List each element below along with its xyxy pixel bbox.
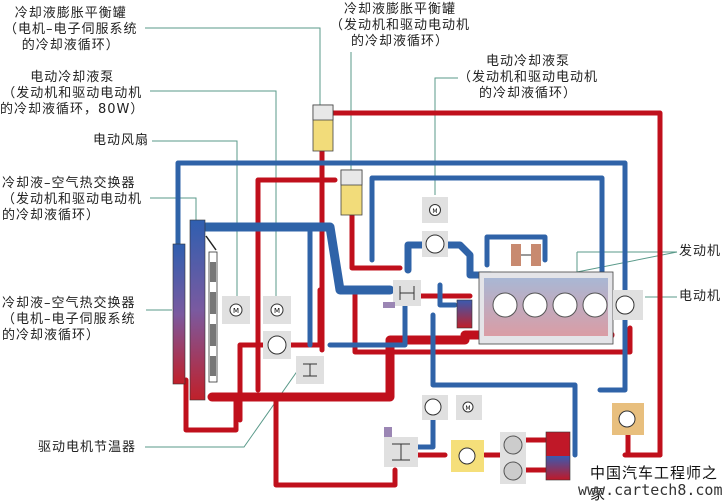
svg-text:M: M [233,307,239,315]
label-line: 驱动电机节温器 [38,440,137,455]
label-line: 电动机 [679,289,722,304]
electric-motor-icon [613,290,643,320]
electric-fan-icon [205,235,218,383]
leader-hx-engine [150,197,197,225]
cold-pipe-thermo-side [327,302,408,348]
cold-pipe-second-loop [369,175,605,286]
label-line: 的冷却液循环） [2,208,101,223]
engine-pump-icon [422,231,448,257]
cold-coolant-pipes [175,160,628,458]
hot-pipe-rad-left-loop [183,377,239,433]
label-line: （发动机和驱动电动机 [2,86,143,101]
label-line: （电机–电子伺服系统 [2,312,136,327]
leader-exp-tank-motor [145,27,321,140]
label-expansion-tank-engine: 冷却液膨胀平衡罐 （发动机和驱动电动机 的冷却液循环） [330,2,470,50]
label-line: 冷却液膨胀平衡罐 [344,2,457,17]
pump-80w-motor-icon: M [263,296,291,324]
cold-pipe-valve-in [415,417,436,450]
fan-motor-icon: M [222,296,250,324]
engine-pump-motor-icon: M [422,197,448,223]
cold-pipe-engine-top [484,234,548,268]
thermostat-drive-motor-icon [296,356,324,384]
cold-pipe-top-loop [175,160,628,393]
svg-text:M: M [432,208,437,215]
label-line: 电动冷却液泵 [486,54,571,69]
hot-pipe-small-tank-down [349,210,403,271]
label-line: （发动机和驱动电动机 [458,70,599,85]
label-engine: 发动机 [679,244,721,260]
label-line: 电动冷却液泵 [30,70,115,85]
label-line: 电动风扇 [93,133,150,148]
cold-pipe-small-hx [437,282,458,308]
engine-block [478,271,614,345]
label-line: 冷却液膨胀平衡罐 [14,6,127,21]
label-thermostat: 驱动电机节温器 [38,440,136,456]
hot-pipe-main-trunk [207,335,470,402]
hot-pipe-left-riser [255,177,338,393]
bottom-valve-icon [384,427,418,467]
hot-pipe-motor-side [352,289,633,355]
engine-thermostat-icon [383,280,421,308]
expansion-tank-engine-icon [340,169,363,216]
label-line: 的冷却液循环） [2,328,101,343]
label-line: （发动机和驱动电动机 [330,18,471,33]
sensor-tan-icon [612,403,644,435]
engine-valve-icon [511,244,541,266]
bottom-pump-motor-icon: M [456,395,482,420]
expansion-tank-motor-icon [312,104,334,152]
hot-pipe-right-loop [625,427,663,458]
watermark-url: www.cartech8.com [578,481,723,499]
label-line: （发动机和驱动电动机 [2,192,143,207]
label-line: 的冷却液循环，80W） [0,102,145,117]
label-hx-engine: 冷却液–空气热交换器 （发动机和驱动电动机 的冷却液循环） [2,176,142,224]
label-fan: 电动风扇 [93,133,149,149]
heat-exchanger-engine [189,219,206,401]
oil-heat-exchanger-icon [456,299,473,329]
label-line: 的冷却液循环） [479,86,578,101]
label-line: 冷却液–空气热交换器 [2,176,136,191]
label-line: 冷却液–空气热交换器 [2,296,136,311]
svg-text:M: M [465,405,470,412]
label-hx-motor: 冷却液–空气热交换器 （电机–电子伺服系统 的冷却液循环） [2,296,136,344]
label-expansion-tank-motor: 冷却液膨胀平衡罐 （电机–电子伺服系统 的冷却液循环） [4,6,138,54]
heat-exchanger-motor [172,243,186,385]
sensor-yellow-icon [451,440,484,472]
leader-fan [152,140,238,298]
rear-heat-exchanger-icon [545,431,571,481]
label-pump-engine: 电动冷却液泵 （发动机和驱动电动机 的冷却液循环） [458,54,598,102]
label-pump-80w: 电动冷却液泵 （发动机和驱动电动机 的冷却液循环，80W） [0,70,144,118]
label-line: （电机–电子伺服系统 [4,22,138,37]
hot-pipe-bottom-loop [273,394,398,488]
label-line: 的冷却液循环） [21,38,120,53]
cold-pipe-bottom-loop [430,312,578,458]
bottom-pump-icon [422,395,448,420]
twin-pump-icon [500,432,526,484]
cold-pipe-radiator-out [200,222,395,295]
label-line: 发动机 [679,244,722,259]
svg-text:M: M [274,307,280,315]
cold-pipe-pump-loop [404,241,494,279]
label-line: 的冷却液循环） [351,34,450,49]
leader-pump-engine [434,77,458,195]
pump-80w-icon [263,331,291,359]
label-motor: 电动机 [679,289,721,305]
